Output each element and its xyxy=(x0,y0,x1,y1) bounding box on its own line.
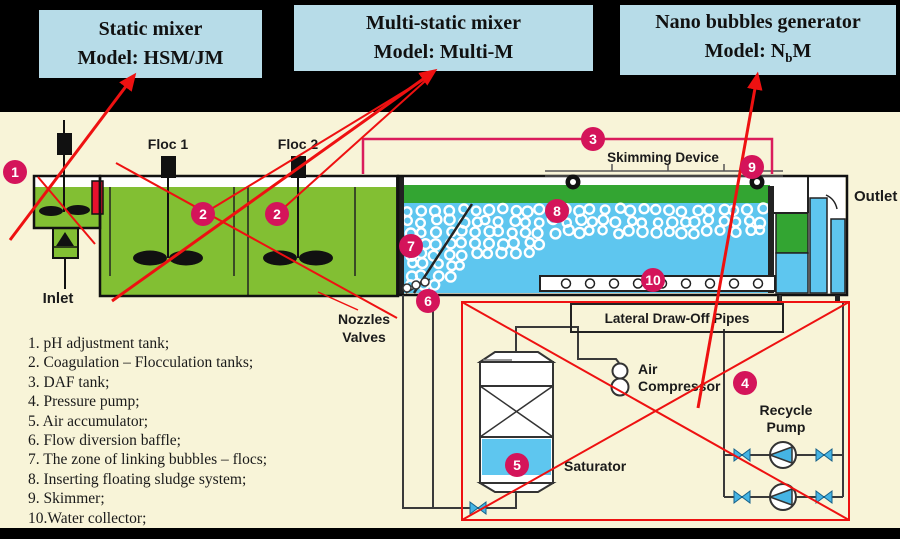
marker-10: 10 xyxy=(641,268,665,292)
title-box-nano-bubbles: Nano bubbles generator Model: NbM xyxy=(618,3,898,77)
label-nozzles-valves: Nozzles Valves xyxy=(337,311,391,345)
marker-5: 5 xyxy=(505,453,529,477)
outlet-structure xyxy=(770,177,846,303)
label-outlet: Outlet xyxy=(854,188,898,205)
marker-6: 6 xyxy=(416,289,440,313)
title-box-static-mixer: Static mixer Model: HSM/JM xyxy=(37,8,264,80)
label-air-compressor: Air Compressor xyxy=(638,361,721,394)
marker-3: 3 xyxy=(581,127,605,151)
label-floc1: Floc 1 xyxy=(147,136,189,152)
model-line: Model: Multi-M xyxy=(373,41,514,63)
marker-7: 7 xyxy=(399,234,423,258)
label-inlet: Inlet xyxy=(42,290,74,307)
label-recycle-pump: Recycle Pump xyxy=(759,402,813,435)
legend-item: 8. Inserting floating sludge system; xyxy=(28,470,247,488)
label-skimming-device: Skimming Device xyxy=(607,150,719,165)
marker-8: 8 xyxy=(545,199,569,223)
model-line: Model: HSM/JM xyxy=(77,47,224,69)
model-line: Model: NbM xyxy=(704,40,812,65)
marker-2b: 2 xyxy=(265,202,289,226)
label-lateral-draw-off: Lateral Draw-Off Pipes xyxy=(604,310,750,326)
lateral-draw-off-box: Lateral Draw-Off Pipes xyxy=(570,303,784,333)
marker-1: 1 xyxy=(3,160,27,184)
legend-item: 2. Coagulation – Flocculation tanks; xyxy=(28,354,254,372)
recycle-pumps xyxy=(767,441,797,511)
marker-2a: 2 xyxy=(191,202,215,226)
legend-item: 6. Flow diversion baffle; xyxy=(28,431,181,449)
title-box-multi-static-mixer: Multi-static mixer Model: Multi-M xyxy=(292,3,595,73)
legend-item: 3. DAF tank; xyxy=(28,373,110,391)
marker-4: 4 xyxy=(733,371,757,395)
marker-9: 9 xyxy=(740,155,764,179)
title-line: Static mixer xyxy=(98,18,203,40)
legend-item: 9. Skimmer; xyxy=(28,490,105,508)
title-line: Multi-static mixer xyxy=(366,12,521,34)
gate-baffle xyxy=(91,180,104,215)
air-compressor xyxy=(610,362,630,397)
legend-item: 5. Air accumulator; xyxy=(28,412,149,430)
legend-item: 10.Water collector; xyxy=(28,509,147,527)
legend-item: 4. Pressure pump; xyxy=(28,393,140,411)
legend-item: 1. pH adjustment tank; xyxy=(28,335,170,352)
label-saturator: Saturator xyxy=(564,458,627,474)
label-floc2: Floc 2 xyxy=(277,136,319,152)
legend-list: 1. pH adjustment tank; 2. Coagulation – … xyxy=(28,334,267,528)
title-line: Nano bubbles generator xyxy=(655,11,861,33)
inlet-funnel xyxy=(52,227,79,289)
legend-item: 7. The zone of linking bubbles – flocs; xyxy=(28,451,268,469)
